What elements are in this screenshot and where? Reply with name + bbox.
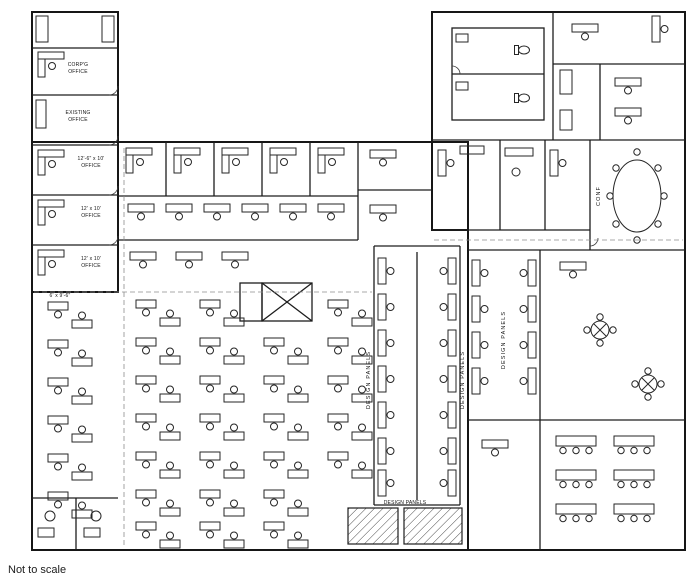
room-label-office2-line1: 12' x 10' (81, 206, 101, 212)
room-label-office3-line1: 12' x 10' (81, 256, 101, 262)
room-label-existing-office-line1: EXISTING (66, 110, 91, 116)
design-panels-label-bottom: DESIGN PANELS (384, 500, 427, 506)
training-room (555, 435, 655, 523)
left-office-stack: CORP'G OFFICE EXISTING OFFICE 12'-6" x 1… (35, 15, 115, 276)
room-label-office1-line2: OFFICE (81, 163, 101, 169)
room-label-corp-office-line1: CORP'G (68, 62, 89, 68)
bottom-left-rooms (37, 510, 102, 538)
right-panel-room: DESIGN PANELS (471, 259, 537, 457)
northeast-offices (559, 15, 669, 131)
room-label-existing-office-line2: OFFICE (68, 117, 88, 123)
room-label-corp-office-line2: OFFICE (68, 69, 88, 75)
room-label-office2-line2: OFFICE (81, 213, 101, 219)
lounge-area (559, 261, 665, 401)
design-panels-label-right: DESIGN PANELS (460, 351, 466, 409)
conference-room-label: CONF (596, 186, 602, 206)
bullpen-desk-clusters: 6' x 9'-6" (47, 293, 373, 549)
interior-walls (32, 12, 685, 550)
restrooms (455, 33, 530, 103)
panel-storage: DESIGN PANELS (347, 500, 463, 545)
exterior-walls (31, 11, 686, 551)
design-panels-label-room: DESIGN PANELS (501, 311, 507, 369)
design-panels-corridor: DESIGN PANELS DESIGN PANELS (366, 257, 466, 497)
room-label-office3-line2: OFFICE (81, 263, 101, 269)
conference-room: CONF (596, 148, 668, 244)
room-label-office1-line1: 12'-6" x 10' (78, 156, 105, 162)
design-panels-label-left: DESIGN PANELS (366, 351, 372, 409)
mid-right-rooms (437, 145, 567, 177)
bullpen-dimension-label: 6' x 9'-6" (50, 293, 71, 299)
scale-note: Not to scale (8, 564, 67, 576)
